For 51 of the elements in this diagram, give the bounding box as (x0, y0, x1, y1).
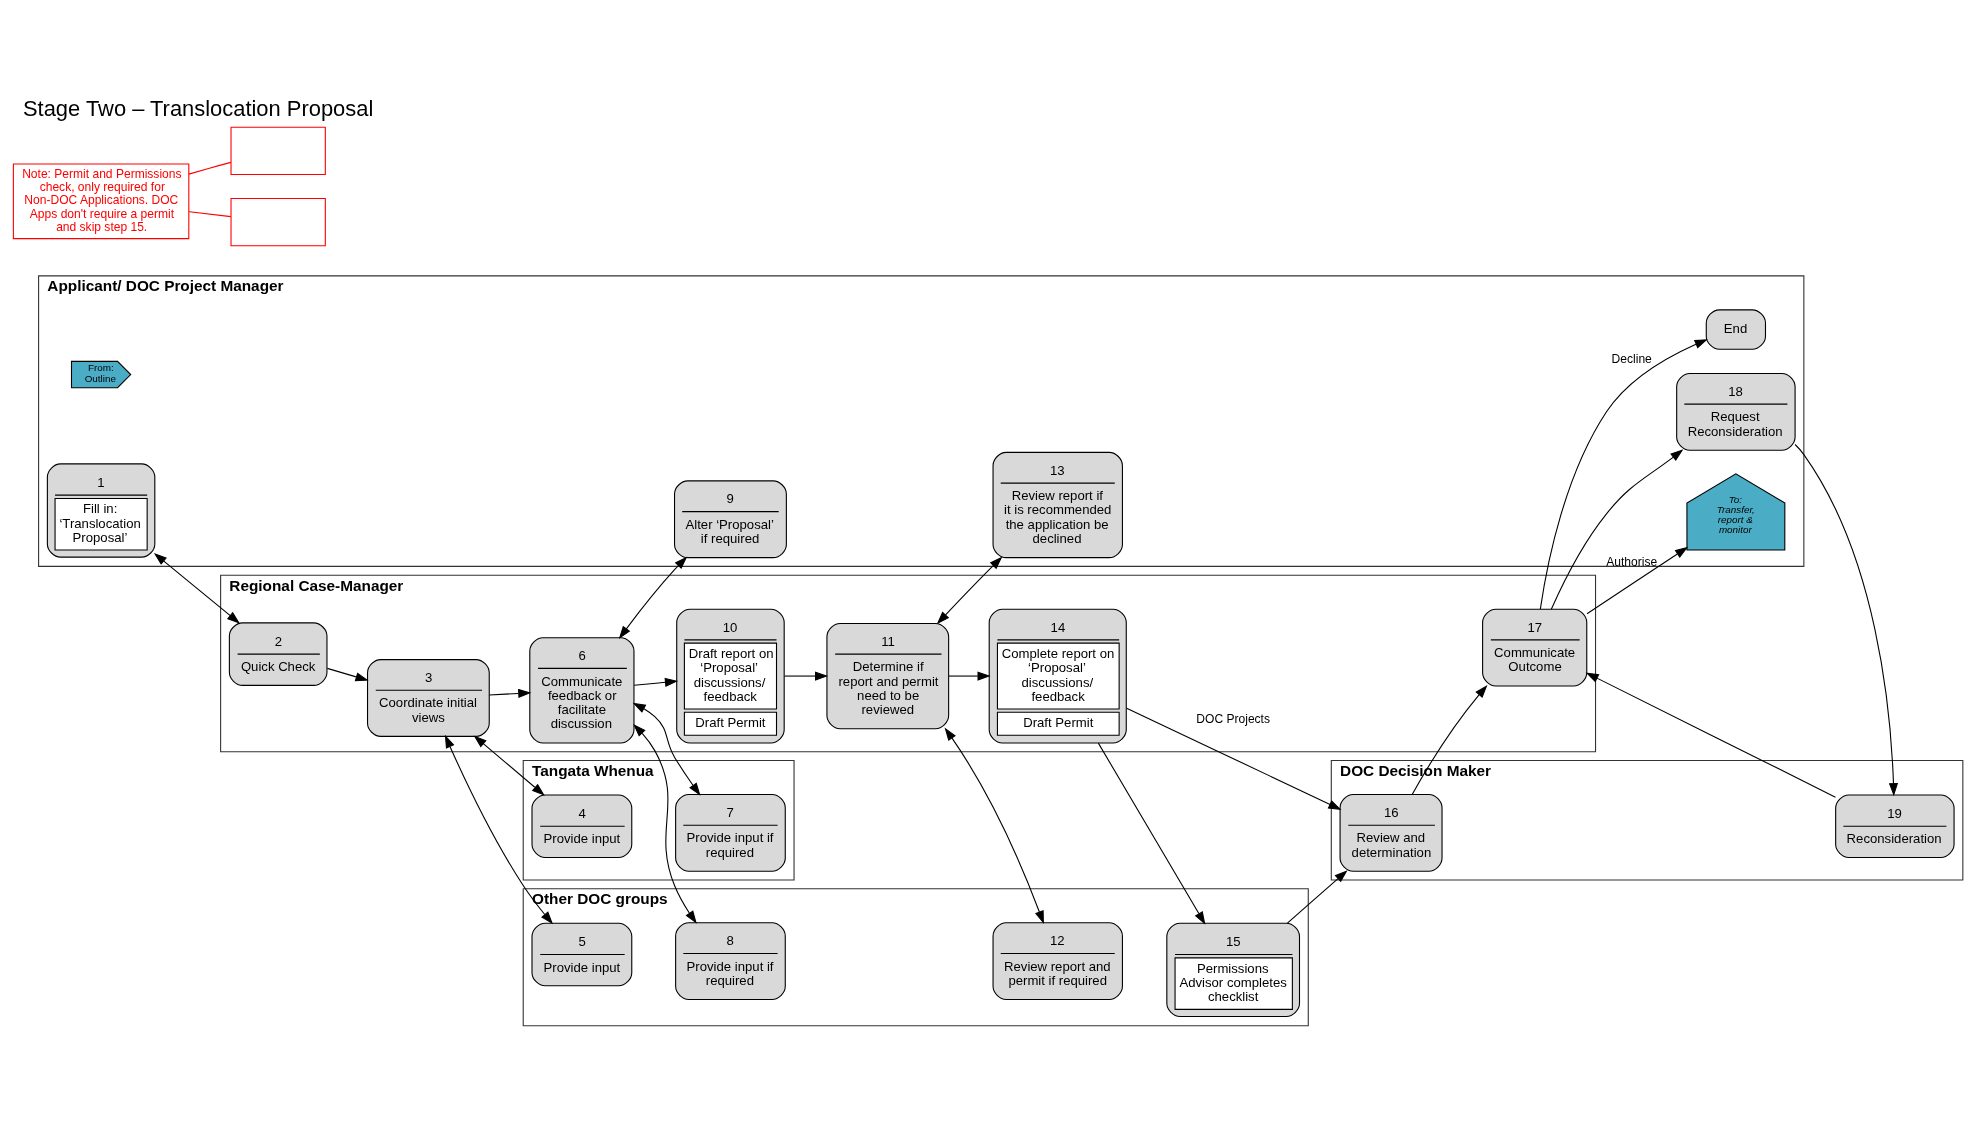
arrow (944, 727, 1044, 924)
node-box: 9 Alter ‘Proposal’ if required (673, 479, 787, 558)
arrow (632, 702, 701, 796)
arrow (1125, 707, 1342, 810)
node-box: 7 Provide input if required (674, 793, 786, 872)
node-box: 13 Review report if it is recommended the application be declined (992, 451, 1123, 558)
node-box: 3 Coordinate initial views (366, 658, 490, 737)
node-box: 15 Permissions Advisor completes checklist (1165, 922, 1300, 1017)
arrow (1286, 869, 1348, 924)
arrow (947, 670, 991, 681)
arrow (326, 667, 369, 681)
node-box: 5 Provide input (530, 922, 632, 986)
node-box: 14 Complete report on ‘Proposal’ discussions/ feedback Draft Permit (988, 608, 1127, 743)
node-box: 4 Provide input (530, 793, 632, 858)
node-box: 17 Communicate Outcome (1481, 608, 1587, 686)
arrow (444, 734, 553, 924)
arrow (488, 688, 531, 698)
connector (187, 161, 231, 175)
arrow (473, 734, 545, 796)
node-box: 11 Determine if report and permit need to be reviewed (825, 622, 949, 729)
arrow (1794, 443, 1898, 796)
node-box: 10 Draft report on ‘Proposal’ discussions/ feedback Draft Permit (675, 608, 785, 743)
arrow (633, 677, 678, 687)
node-box: 16 Review and determination (1339, 793, 1443, 872)
arrow (1097, 742, 1205, 925)
node-box: 8 Provide input if required (674, 921, 786, 1000)
arrow (618, 555, 687, 639)
node-box (230, 126, 326, 175)
edge-label: DOC Projects (1195, 711, 1270, 726)
arrow (936, 556, 1002, 624)
node-box: 1 Fill in: ‘Translocation Proposal’ (46, 462, 155, 558)
arrow (1539, 338, 1708, 610)
arrow (1550, 448, 1683, 610)
node-box: Note: Permit and Permissions check, only required for Non-DOC Applications. DOC Apps don't require a permit and skip step 15. (12, 163, 189, 239)
arrow (1586, 546, 1688, 614)
node-box: 19 Reconsideration (1834, 793, 1955, 858)
node-box: 12 Review report and permit if required (992, 921, 1123, 1000)
edge-label: Authorise (1605, 554, 1657, 569)
node-box: End (1705, 308, 1766, 350)
node-box: 2 Quick Check (228, 621, 328, 686)
diagram-title: Stage Two – Translocation Proposal (22, 95, 373, 121)
node-box (230, 197, 326, 246)
node-box: 6 Communicate feedback or facilitate discussion (528, 636, 634, 743)
edge-label: Decline (1611, 351, 1652, 366)
arrow (1585, 671, 1836, 798)
arrow (783, 670, 828, 681)
node-box: 18 Request Reconsideration (1675, 372, 1796, 451)
arrow (632, 723, 697, 924)
arrow (1411, 684, 1487, 795)
connector (188, 210, 231, 217)
arrow (153, 552, 240, 624)
